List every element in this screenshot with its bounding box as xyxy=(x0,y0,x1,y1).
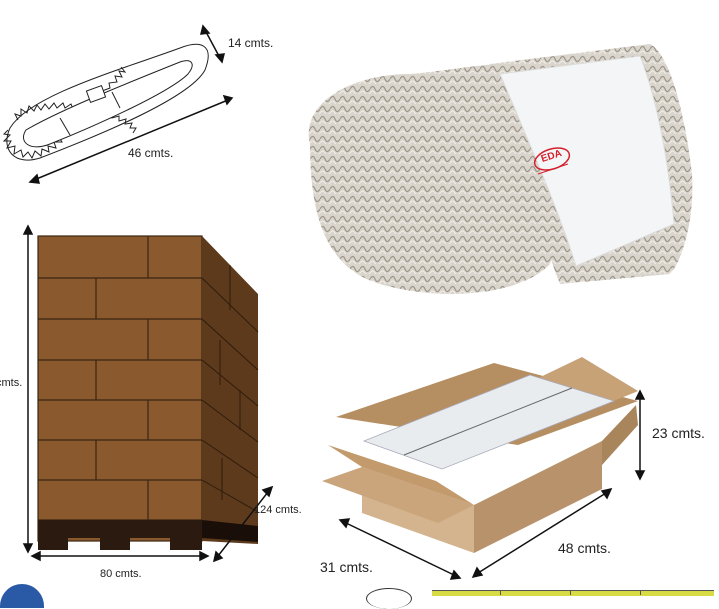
pallet-drawing xyxy=(22,224,274,563)
pallet-side-face xyxy=(201,236,259,544)
cardboard-box: 23 cmts. 48 cmts. 31 cmts. xyxy=(318,355,719,595)
table-divider xyxy=(570,590,571,595)
pallet-width-label: 80 cmts. xyxy=(100,568,142,580)
box-width-label: 31 cmts. xyxy=(320,559,373,575)
pallet-depth-label: 124 cmts. xyxy=(254,504,302,516)
table-divider xyxy=(500,590,501,595)
table-divider xyxy=(640,590,641,595)
mop-sketch-drawing xyxy=(2,24,234,184)
length-dimension-arrow xyxy=(28,94,234,184)
mop-width-label: 14 cmts. xyxy=(228,36,274,50)
mop-photo-illustration xyxy=(308,44,693,295)
box-length-arrow xyxy=(471,487,613,579)
pallet-front-face xyxy=(37,235,203,542)
mop-sketch: 14 cmts. 46 cmts. xyxy=(0,0,290,195)
brand-logo xyxy=(533,147,571,175)
width-dimension-arrow xyxy=(200,24,225,64)
mop-photo: EDA xyxy=(290,34,710,304)
width-dimension-arrow xyxy=(30,550,210,562)
pallet-height-label: cmts. xyxy=(0,377,23,389)
box-width-arrow xyxy=(338,518,462,580)
box-height-label: 23 cmts. xyxy=(652,425,705,441)
circle-decor xyxy=(366,588,412,609)
box-drawing xyxy=(322,357,646,580)
table-header-strip xyxy=(432,590,714,596)
pallet: cmts. 80 cmts. 124 cmts. xyxy=(0,220,320,595)
box-length-label: 48 cmts. xyxy=(558,540,611,556)
pallet-base xyxy=(38,520,258,550)
mop-length-label: 46 cmts. xyxy=(128,146,174,160)
height-dimension-arrow xyxy=(22,224,34,554)
box-height-arrow xyxy=(634,389,646,481)
depth-dimension-arrow xyxy=(212,485,274,563)
